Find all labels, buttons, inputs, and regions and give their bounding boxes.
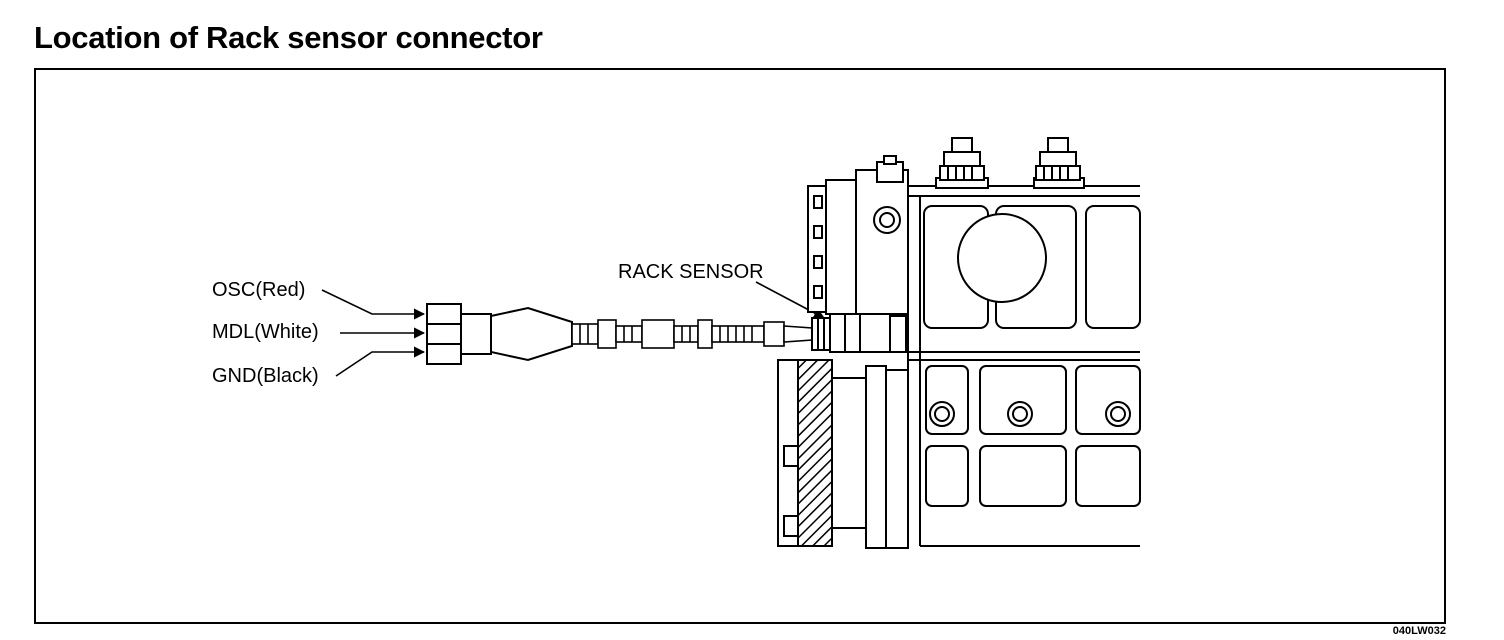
osc-leader xyxy=(321,289,426,320)
gnd-label: GND(Black) xyxy=(212,365,319,387)
rack-sensor-label: RACK SENSOR xyxy=(618,261,764,283)
delivery-valve-holders xyxy=(935,137,1085,189)
sensor-connector xyxy=(426,303,573,365)
governor-housing xyxy=(807,155,909,315)
gnd-leader xyxy=(335,346,426,377)
osc-label: OSC(Red) xyxy=(212,279,305,301)
diagram-frame xyxy=(34,68,1446,624)
rack-sensor-housing xyxy=(811,311,907,353)
page-title: Location of Rack sensor connector xyxy=(34,20,543,55)
mdl-label: MDL(White) xyxy=(212,321,319,343)
sensor-harness xyxy=(571,319,813,349)
figure-code: 040LW032 xyxy=(1392,625,1446,637)
injection-pump-body xyxy=(907,185,1141,548)
mounting-flange xyxy=(777,359,909,549)
